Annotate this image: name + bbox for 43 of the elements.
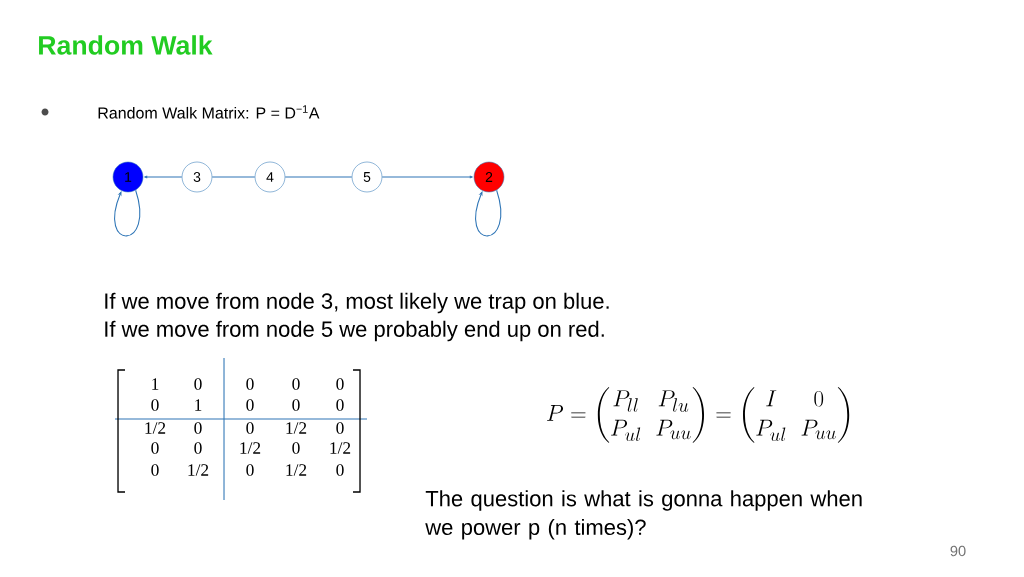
bullet-text: Random Walk Matrix: P = D$^{−1}$A bbox=[98, 105, 320, 119]
matrix-entry: 0 bbox=[336, 464, 344, 476]
matrix-entry: 1/2 bbox=[286, 422, 307, 434]
matrix-entry: 0 bbox=[292, 378, 300, 390]
matrix-entry: 0 bbox=[151, 399, 159, 411]
connector-line bbox=[284, 176, 353, 178]
matrix-entry: 1 bbox=[195, 399, 202, 411]
matrix-entry: 0 bbox=[246, 464, 254, 476]
matrix-entry: 0 bbox=[246, 378, 254, 390]
matrix-entry: 0 bbox=[336, 378, 344, 390]
matrix-entry: 0 bbox=[292, 399, 300, 411]
matrix-entry: 1/2 bbox=[240, 442, 261, 454]
self-loop-arrow bbox=[114, 189, 141, 237]
matrix-entry: 1/2 bbox=[286, 464, 307, 476]
matrix-entry: 1/2 bbox=[145, 422, 166, 434]
matrix-entry: 0 bbox=[194, 378, 202, 390]
matrix-entry: 0 bbox=[151, 442, 159, 454]
arrow bbox=[381, 175, 473, 179]
matrix-entry: 1/2 bbox=[188, 464, 209, 476]
graph-node: 1 bbox=[112, 161, 144, 193]
explanation-text: If we move from node 5 we probably end up on red. bbox=[105, 320, 604, 342]
matrix-entry: 0 bbox=[336, 399, 344, 411]
matrix-entry: 0 bbox=[246, 422, 254, 434]
matrix-entry: 0 bbox=[246, 399, 254, 411]
matrix-entry: 0 bbox=[292, 442, 300, 454]
graph-node: 4 bbox=[254, 161, 286, 193]
matrix-entry: 0 bbox=[151, 464, 159, 476]
arrow bbox=[144, 175, 183, 179]
block-matrix-formula: $P = \begin{pmatrix} P_{ll} & P_{lu} \\ P_{ul} & P_{uu} \end{pmatrix} = \begin{pmatrix} I & 0 \\ P_{ul} & P_{uu} \end{pmatrix}$ bbox=[547, 387, 850, 443]
slide-title: Random Walk bbox=[39, 35, 213, 55]
matrix-entry: 1 bbox=[152, 378, 159, 390]
explanation-text: If we move from node 3, most likely we trap on blue. bbox=[105, 292, 609, 314]
matrix-entry: 0 bbox=[336, 422, 344, 434]
connector-line bbox=[211, 176, 256, 178]
self-loop-arrow bbox=[475, 189, 502, 237]
matrix-entry: 1/2 bbox=[330, 442, 351, 454]
matrix-entry: 0 bbox=[194, 442, 202, 454]
matrix-entry: 0 bbox=[194, 422, 202, 434]
graph-node: 5 bbox=[351, 161, 383, 193]
graph-node: 3 bbox=[181, 161, 213, 193]
question-text: The question is what is gonna happen when we power p (n times)? bbox=[425, 490, 862, 540]
graph-node: 2 bbox=[473, 161, 505, 193]
slide-number: 90 bbox=[950, 545, 966, 557]
